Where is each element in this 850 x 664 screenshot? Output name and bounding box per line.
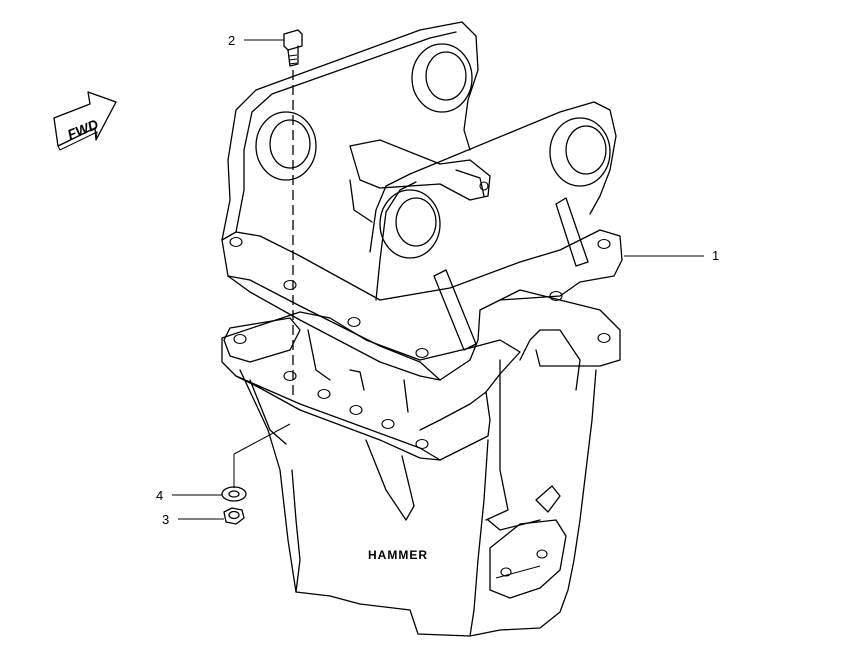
lower-mount-plate — [221, 311, 611, 461]
hammer-label: HAMMER — [368, 548, 428, 562]
fwd-arrow-icon: FWD — [53, 91, 117, 151]
callout-1-label: 1 — [712, 248, 719, 263]
upper-bracket-frame — [221, 21, 623, 381]
hammer-body: HAMMER — [223, 289, 621, 637]
callout-2: 2 — [228, 33, 284, 48]
bolt-part — [283, 29, 303, 400]
nut-part — [223, 507, 245, 525]
callout-3-label: 3 — [162, 512, 169, 527]
callout-1: 1 — [624, 248, 719, 263]
callout-4-label: 4 — [156, 488, 163, 503]
callout-4: 4 — [156, 488, 222, 503]
washer-part — [221, 423, 291, 502]
callout-2-label: 2 — [228, 33, 235, 48]
callout-3: 3 — [162, 512, 224, 527]
